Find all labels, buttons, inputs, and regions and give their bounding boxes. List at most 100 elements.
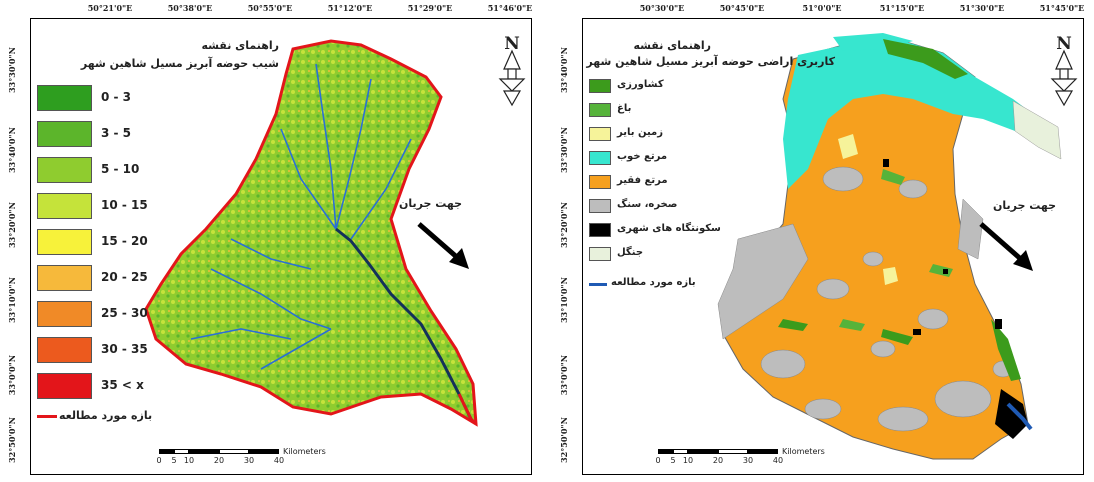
landuse-map-canvas <box>717 33 1062 460</box>
top-coordinate-label: 51°30'0"E <box>959 3 1005 13</box>
side-coordinate-label: 33°10'0"N <box>7 277 17 323</box>
legend-label: 25 - 30 <box>101 306 148 320</box>
top-coordinate-label: 50°21'0"E <box>87 3 133 13</box>
legend-label: کشاورزی <box>617 79 664 90</box>
scale-unit-label: Kilometers <box>283 447 326 456</box>
side-coordinate-label: 32°50'0"N <box>7 417 17 463</box>
legend-swatch <box>37 301 92 327</box>
scale-segment <box>174 449 189 454</box>
scale-tick-label: 20 <box>712 456 724 465</box>
scale-tick-label: 0 <box>156 456 162 465</box>
scale-tick-label: 0 <box>655 456 661 465</box>
scale-segment <box>219 449 249 454</box>
top-coordinate-label: 50°45'0"E <box>719 3 765 13</box>
legend-label: زمین بایر <box>617 127 663 138</box>
legend-label: 5 - 10 <box>101 162 140 176</box>
north-label: N <box>1056 34 1072 54</box>
top-coordinate-label: 51°15'0"E <box>879 3 925 13</box>
scale-tick-label: 10 <box>682 456 694 465</box>
legend-swatch <box>37 85 92 111</box>
slope-map-frame: N راهنمای نقشه شیب حوضه آبریز مسیل شاهین… <box>30 18 532 475</box>
side-coordinate-label: 33°20'0"N <box>7 202 17 248</box>
scale-segment <box>673 449 688 454</box>
side-coordinate-label: 33°10'0"N <box>559 277 569 323</box>
legend-swatch <box>589 199 611 213</box>
top-coordinate-label: 50°55'0"E <box>247 3 293 13</box>
landuse-map-frame: N راهنمای نقشه کاربری اراضی حوضه آبریز م… <box>582 18 1084 475</box>
scale-segment <box>688 449 718 454</box>
landuse-map-panel: 50°30'0"E 50°45'0"E 51°0'0"E 51°15'0"E 51°30… <box>552 0 1092 482</box>
side-coordinate-label: 33°40'0"N <box>7 127 17 173</box>
legend-swatch <box>37 157 92 183</box>
legend-swatch <box>37 193 92 219</box>
side-coordinate-label: 32°50'0"N <box>559 417 569 463</box>
legend-swatch <box>37 121 92 147</box>
basin-polygon <box>144 39 478 427</box>
legend-swatch <box>589 103 611 117</box>
legend-swatch <box>589 127 611 141</box>
legend-swatch <box>589 223 611 237</box>
flow-direction-label: جهت جریان <box>399 197 463 210</box>
top-coordinate-label: 51°0'0"E <box>802 3 842 13</box>
legend-subtitle: شیب حوضه آبریز مسیل شاهین شهر <box>80 57 279 70</box>
scale-segment <box>249 449 279 454</box>
north-label: N <box>504 34 520 54</box>
legend-label: مرتع خوب <box>617 151 668 162</box>
legend-title: راهنمای نقشه <box>201 39 279 52</box>
flow-direction-arrow <box>979 222 1033 271</box>
scale-segment <box>748 449 778 454</box>
reach-legend-swatch <box>37 415 57 418</box>
side-coordinate-label: 33°30'0"N <box>7 47 17 93</box>
top-coordinate-label: 51°12'0"E <box>327 3 373 13</box>
top-coordinate-label: 50°38'0"E <box>167 3 213 13</box>
top-coordinate-label: 51°46'0"E <box>487 3 533 13</box>
legend-label: 35 < x <box>101 378 144 392</box>
legend-swatch <box>37 373 92 399</box>
legend-label: صخره، سنگ <box>617 199 678 210</box>
top-coordinate-label: 51°45'0"E <box>1039 3 1085 13</box>
scale-tick-label: 5 <box>171 456 177 465</box>
main-channel <box>335 227 473 420</box>
side-coordinate-label: 33°40'0"N <box>559 47 569 93</box>
legend-swatch <box>37 337 92 363</box>
legend-swatch <box>589 151 611 165</box>
legend-label: 15 - 20 <box>101 234 148 248</box>
reach-legend-swatch <box>589 283 607 286</box>
scale-tick-label: 30 <box>243 456 255 465</box>
legend-subtitle: کاربری اراضی حوضه آبریز مسیل شاهین شهر <box>586 55 835 68</box>
legend-swatch <box>37 265 92 291</box>
legend-swatch <box>37 229 92 255</box>
scale-segment <box>718 449 748 454</box>
legend-label: 30 - 35 <box>101 342 148 356</box>
scale-tick-label: 10 <box>183 456 195 465</box>
slope-map-canvas <box>144 39 478 427</box>
scale-tick-label: 40 <box>772 456 784 465</box>
legend-label: سکونتگاه های شهری <box>617 223 721 234</box>
top-coordinate-label: 51°29'0"E <box>407 3 453 13</box>
north-arrow-icon: N <box>1050 34 1078 107</box>
legend-swatch <box>589 247 611 261</box>
scale-segment <box>658 449 673 454</box>
scale-tick-label: 5 <box>670 456 676 465</box>
scale-tick-label: 30 <box>742 456 754 465</box>
legend-label: باغ <box>617 103 632 114</box>
side-coordinate-label: 33°30'0"N <box>559 127 569 173</box>
legend-title: راهنمای نقشه <box>633 39 711 52</box>
top-coordinate-label: 50°30'0"E <box>639 3 685 13</box>
legend-label: 20 - 25 <box>101 270 148 284</box>
side-coordinate-label: 33°0'0"N <box>7 354 17 396</box>
side-coordinate-label: 33°20'0"N <box>559 202 569 248</box>
north-arrow-icon: N <box>498 34 526 107</box>
flow-direction-label: جهت جریان <box>993 199 1057 212</box>
reach-legend-label: بازه مورد مطالعه <box>59 409 153 422</box>
scale-segment <box>189 449 219 454</box>
reach-legend-label: بازه مورد مطالعه <box>611 277 696 288</box>
scale-tick-label: 20 <box>213 456 225 465</box>
legend-swatch <box>589 175 611 189</box>
legend-label: مرتع فقیر <box>617 175 668 186</box>
legend-label: 10 - 15 <box>101 198 148 212</box>
slope-map-panel: 50°21'0"E 50°38'0"E 50°55'0"E 51°12'0"E 51°2… <box>0 0 540 482</box>
legend-label: 0 - 3 <box>101 90 132 104</box>
